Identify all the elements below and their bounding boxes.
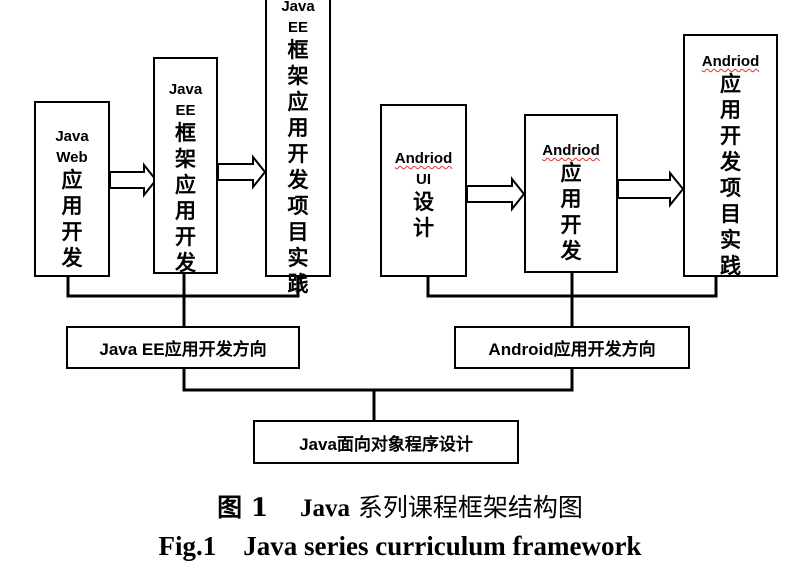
box-java-ee-dev-char: 用 (175, 200, 196, 223)
box-java-ee-dev: Java EE 框 架 应 用 开 发 (153, 57, 218, 275)
arrow-ee-to-project (217, 154, 267, 190)
box-java-web-char: 开 (61, 221, 83, 244)
box-java-ee-dev-char: 发 (175, 252, 196, 275)
box-java-ee-direction: Java EE应用开发方向 (66, 326, 300, 369)
box-android-project-char: 开 (720, 125, 741, 148)
box-android-dev-char: 用 (560, 188, 582, 211)
box-android-direction-label: Android应用开发方向 (488, 340, 656, 359)
box-java-web-char: 发 (61, 247, 83, 270)
caption-cn-latin: Java (299, 495, 350, 522)
box-android-project-char: 实 (720, 229, 741, 252)
box-android-ui-latin-1: Andriod (394, 150, 453, 167)
box-android-ui-latin-2: UI (416, 171, 431, 188)
box-java-ee-project-char: 开 (287, 143, 309, 166)
box-java-ee-dev-char: 开 (175, 226, 196, 249)
box-java-ee-project-char: 发 (287, 169, 309, 192)
box-java-ee-project-char: 实 (287, 247, 309, 270)
box-java-ee-project-char: 项 (287, 195, 309, 218)
box-android-ui: Andriod UI 设 计 (380, 104, 467, 277)
box-android-direction: Android应用开发方向 (454, 326, 690, 369)
box-java-ee-dev-char: 应 (175, 174, 196, 197)
box-android-project: Andriod 应 用 开 发 项 目 实 践 (683, 34, 778, 278)
box-android-project-latin-1: Andriod (701, 53, 760, 70)
box-java-ee-dev-latin-2: EE (175, 102, 196, 119)
box-java-ee-direction-label: Java EE应用开发方向 (99, 340, 267, 359)
box-android-dev-char: 开 (560, 214, 582, 237)
arrow-ui-to-dev (466, 176, 526, 212)
box-android-project-char: 目 (720, 203, 741, 226)
box-java-ee-project-char: 框 (287, 39, 309, 62)
box-android-dev-latin-1: Andriod (542, 142, 600, 159)
caption-cn-text: 系列课程框架结构图 (357, 493, 583, 522)
box-java-web-latin-1: Java (55, 128, 89, 145)
arrow-dev-to-project (617, 170, 685, 208)
box-java-ee-project-char: 架 (287, 65, 309, 88)
figure-caption-cn: 图 1 Java 系列课程框架结构图 (0, 488, 800, 524)
box-java-ee-project-char: 目 (287, 221, 309, 244)
box-android-project-char: 用 (720, 99, 741, 122)
box-java-ee-dev-char: 框 (175, 122, 196, 145)
box-android-project-char: 践 (720, 255, 741, 278)
box-java-web-char: 应 (61, 169, 83, 192)
box-java-web: Java Web 应 用 开 发 (34, 101, 110, 277)
box-java-web-latin-2: Web (56, 149, 88, 166)
box-java-ee-dev-latin-1: Java (168, 81, 203, 98)
box-android-project-char: 应 (720, 73, 741, 96)
box-java-ee-dev-char: 架 (175, 148, 196, 171)
box-android-dev: Andriod 应 用 开 发 (524, 114, 618, 273)
box-java-ee-project-latin-1: Java (281, 0, 315, 15)
caption-en-label: Fig.1 (158, 531, 217, 561)
bottom-bracket (182, 369, 574, 392)
box-android-project-char: 项 (720, 177, 741, 200)
box-android-dev-char: 发 (560, 240, 582, 263)
box-java-ee-project: Java EE 框 架 应 用 开 发 项 目 实 践 (265, 0, 331, 296)
box-java-web-char: 用 (61, 195, 83, 218)
caption-en-text: Java series curriculum framework (243, 531, 642, 561)
box-android-dev-char: 应 (560, 162, 582, 185)
box-java-ee-project-char: 应 (287, 91, 309, 114)
box-java-oop-label: Java面向对象程序设计 (299, 434, 473, 454)
box-java-ee-project-char: 践 (287, 273, 309, 296)
arrow-web-to-ee (109, 162, 158, 198)
box-java-ee-project-latin-2: EE (287, 19, 308, 36)
box-android-project-char: 发 (720, 151, 741, 174)
box-android-ui-char: 计 (413, 217, 434, 240)
box-java-ee-project-char: 用 (287, 117, 309, 140)
caption-cn-label: 图 1 (217, 493, 269, 522)
box-android-ui-char: 设 (413, 191, 434, 214)
box-java-oop: Java面向对象程序设计 (253, 420, 519, 464)
figure-caption-en: Fig.1 Java series curriculum framework (0, 531, 800, 562)
